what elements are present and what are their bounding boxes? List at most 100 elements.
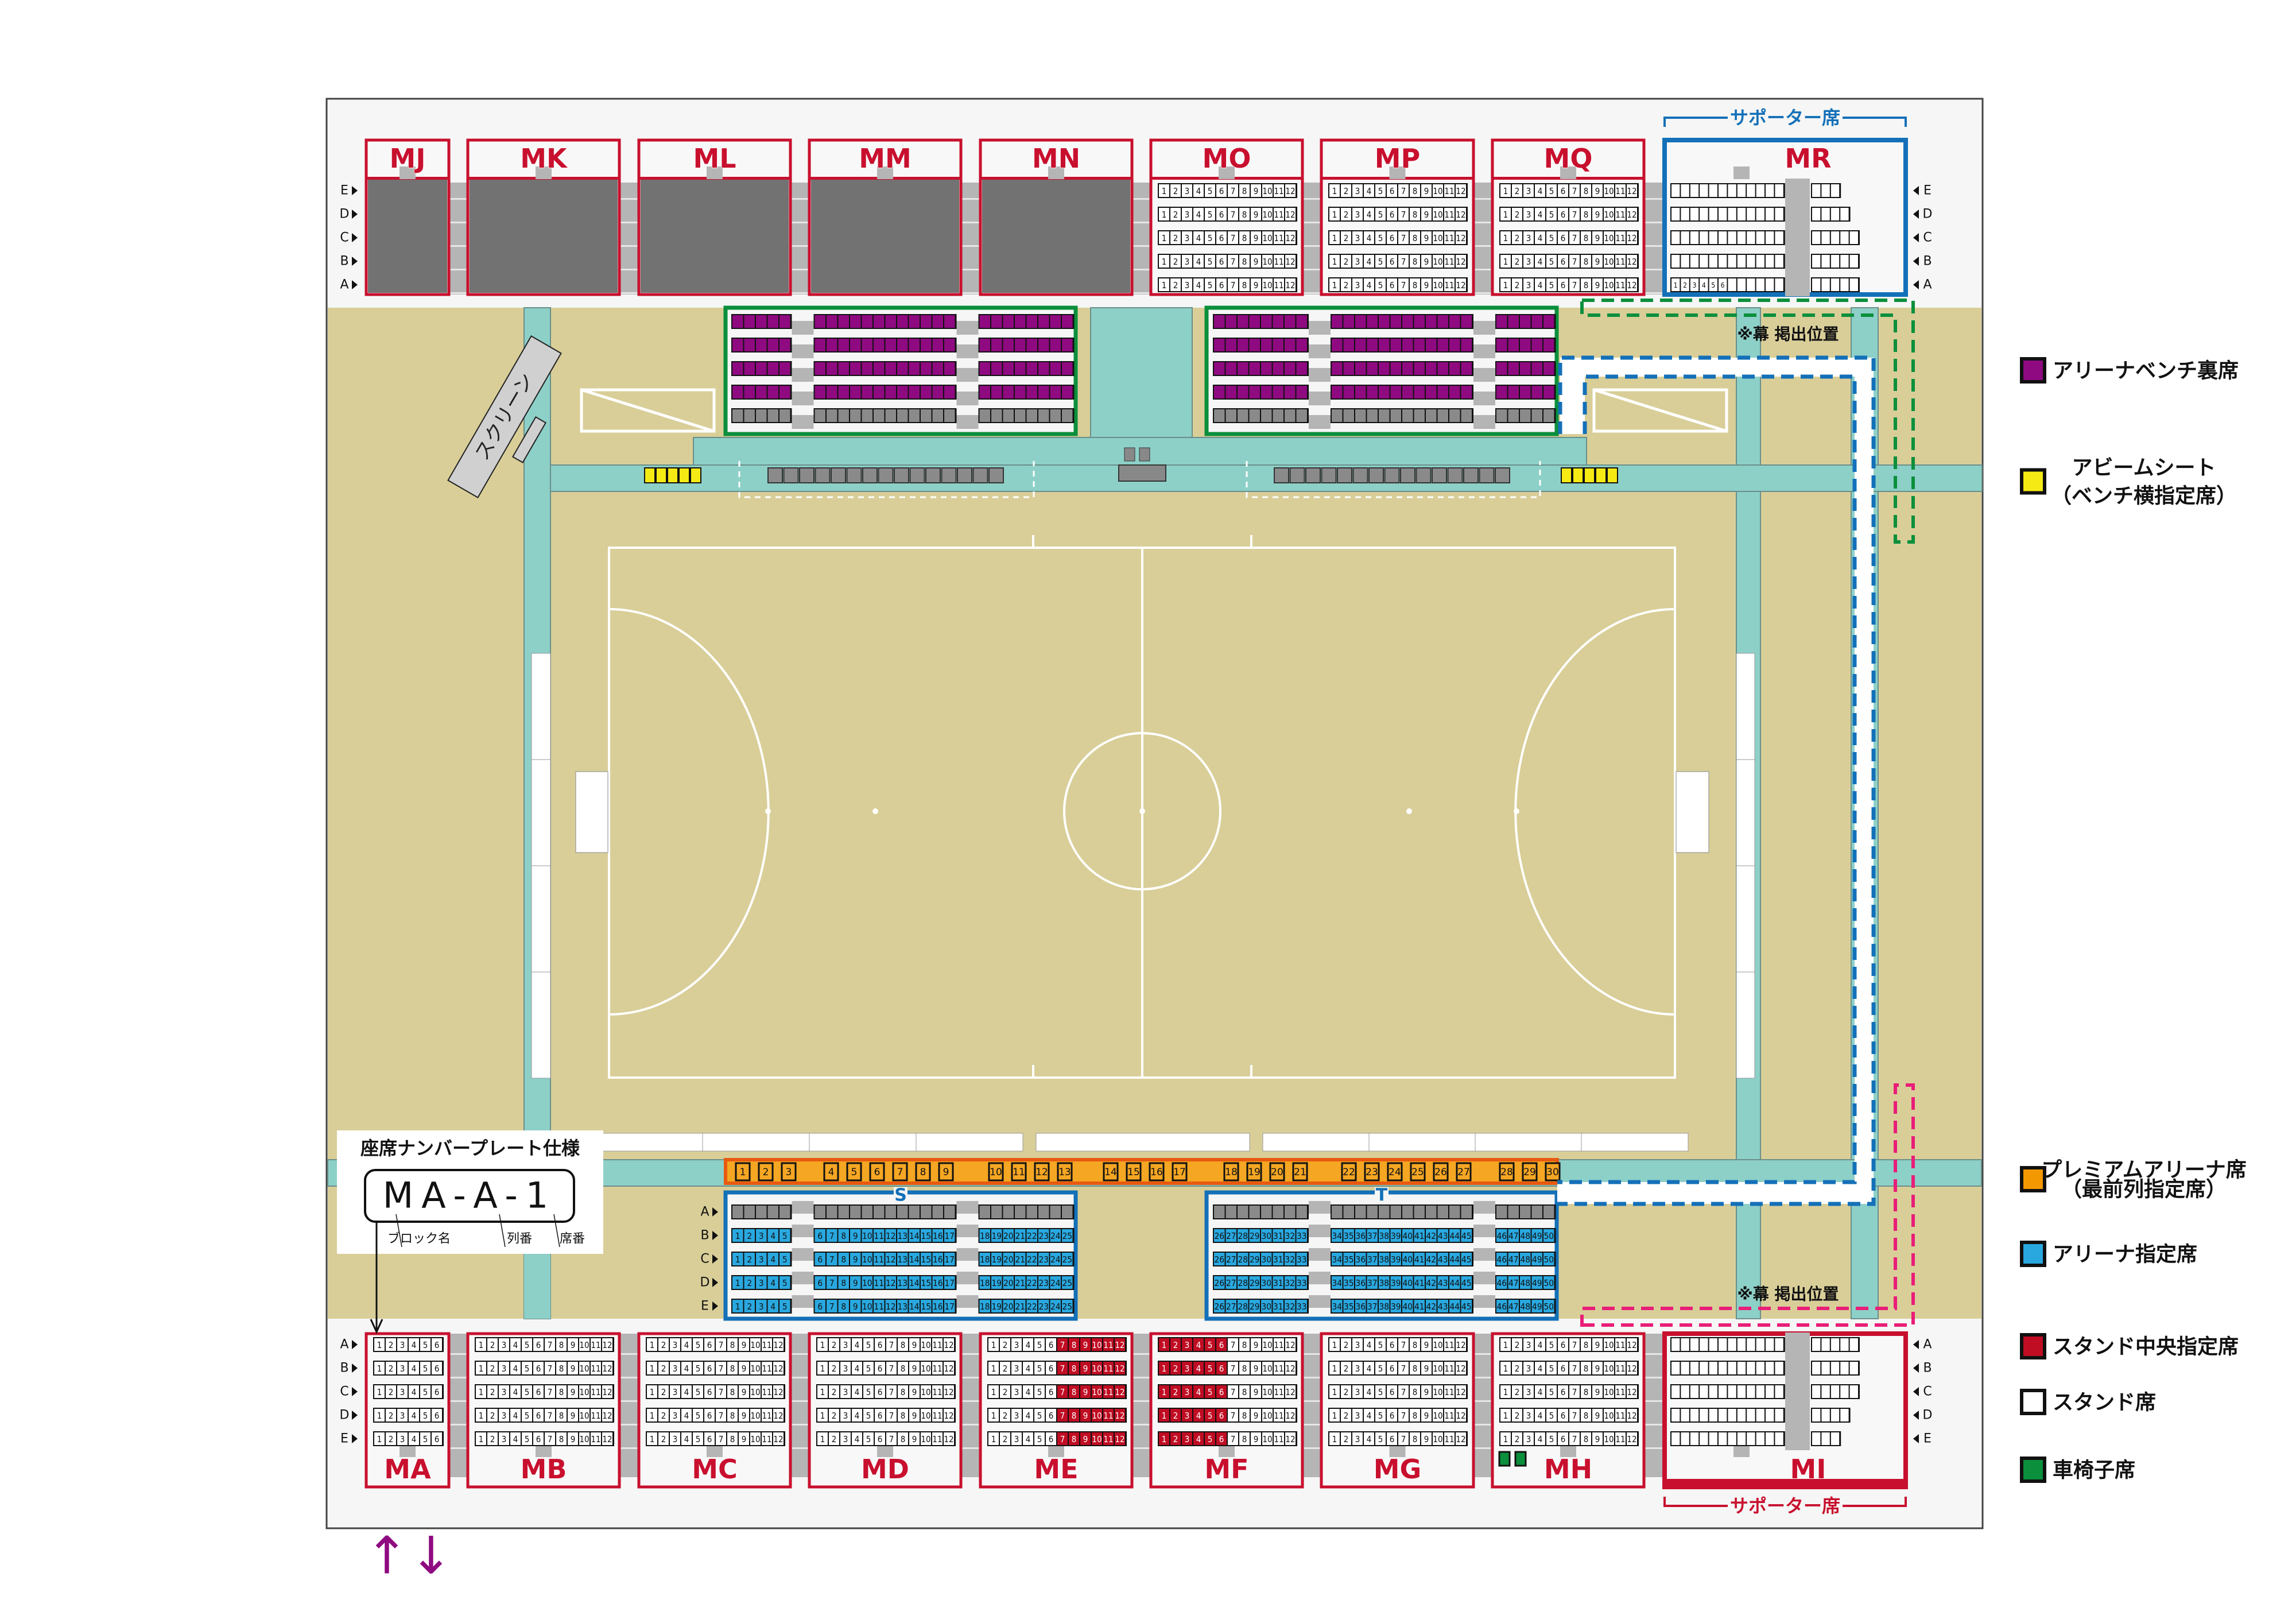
- seat[interactable]: [420, 1432, 430, 1445]
- seat[interactable]: [1261, 386, 1272, 398]
- seat[interactable]: [862, 1229, 873, 1242]
- seat[interactable]: [1355, 315, 1366, 328]
- seat[interactable]: [522, 1362, 532, 1374]
- seat[interactable]: [1332, 1276, 1343, 1289]
- seat[interactable]: [1671, 1385, 1680, 1398]
- wheelchair-space[interactable]: [1514, 1451, 1527, 1467]
- seat[interactable]: [1849, 255, 1858, 268]
- seat[interactable]: [1737, 1432, 1746, 1445]
- seat[interactable]: [850, 315, 861, 328]
- premium-seat[interactable]: [1364, 1162, 1380, 1182]
- seat[interactable]: [1461, 1276, 1472, 1289]
- seat[interactable]: [1812, 1385, 1821, 1398]
- seat[interactable]: [1239, 184, 1250, 197]
- seat[interactable]: [386, 1362, 396, 1374]
- seat[interactable]: [1379, 1229, 1390, 1242]
- seat[interactable]: [767, 409, 779, 422]
- seat[interactable]: [885, 1276, 897, 1289]
- seat[interactable]: [1414, 1229, 1425, 1242]
- seat[interactable]: [1003, 386, 1014, 398]
- seat[interactable]: [1766, 1432, 1774, 1445]
- seat[interactable]: [1003, 409, 1014, 422]
- seat[interactable]: [1285, 315, 1296, 328]
- seat[interactable]: [1531, 1253, 1543, 1265]
- seat[interactable]: [885, 315, 897, 328]
- seat[interactable]: [1379, 1206, 1390, 1218]
- seat[interactable]: [1737, 208, 1746, 220]
- seat[interactable]: [1402, 315, 1413, 328]
- seat[interactable]: [1433, 208, 1443, 220]
- seat[interactable]: [1830, 1432, 1840, 1445]
- seat[interactable]: [1747, 208, 1755, 220]
- seat[interactable]: [756, 339, 767, 351]
- seat[interactable]: [1709, 1385, 1717, 1398]
- seat[interactable]: [1251, 278, 1261, 291]
- seat[interactable]: [1367, 1229, 1378, 1242]
- seat[interactable]: [1273, 1253, 1284, 1265]
- seat[interactable]: [767, 362, 779, 375]
- seat[interactable]: [432, 1362, 442, 1374]
- seat[interactable]: [1225, 1300, 1237, 1312]
- seat[interactable]: [1569, 278, 1580, 291]
- seat[interactable]: [1546, 278, 1557, 291]
- seat[interactable]: [1249, 1300, 1261, 1312]
- seat[interactable]: [838, 339, 850, 351]
- premium-seat[interactable]: [1149, 1162, 1165, 1182]
- seat[interactable]: [1830, 278, 1840, 291]
- seat[interactable]: [1402, 339, 1413, 351]
- seat[interactable]: [1216, 184, 1227, 197]
- seat[interactable]: [1775, 1362, 1783, 1374]
- seat[interactable]: [1821, 1385, 1830, 1398]
- seat[interactable]: [1496, 1276, 1507, 1289]
- seat[interactable]: [1261, 362, 1272, 375]
- seat[interactable]: [1543, 362, 1554, 375]
- seat[interactable]: [1546, 208, 1557, 220]
- seat[interactable]: [909, 1253, 920, 1265]
- seat[interactable]: [1214, 409, 1225, 422]
- seat[interactable]: [1214, 1229, 1225, 1242]
- abeam-seat[interactable]: [1584, 467, 1595, 483]
- seat[interactable]: [1461, 409, 1472, 422]
- seat[interactable]: [1558, 208, 1568, 220]
- seat[interactable]: [1341, 231, 1351, 244]
- seat[interactable]: [1273, 1229, 1284, 1242]
- seat[interactable]: [1592, 278, 1603, 291]
- seat[interactable]: [1719, 255, 1727, 268]
- seat[interactable]: [1449, 1253, 1460, 1265]
- seat[interactable]: [1332, 409, 1343, 422]
- premium-seat[interactable]: [938, 1162, 954, 1182]
- seat[interactable]: [744, 1229, 755, 1242]
- seat[interactable]: [874, 386, 885, 398]
- seat[interactable]: [1830, 1385, 1840, 1398]
- seat[interactable]: [1038, 409, 1049, 422]
- seat[interactable]: [850, 1300, 861, 1312]
- seat[interactable]: [1508, 315, 1519, 328]
- seat[interactable]: [1496, 386, 1507, 398]
- seat[interactable]: [1038, 1276, 1049, 1289]
- seat[interactable]: [1038, 1229, 1049, 1242]
- seat[interactable]: [1367, 1206, 1378, 1218]
- seat[interactable]: [1352, 208, 1363, 220]
- seat[interactable]: [1239, 208, 1250, 220]
- seat[interactable]: [827, 315, 837, 328]
- seat[interactable]: [744, 1300, 755, 1312]
- seat[interactable]: [1421, 208, 1432, 220]
- seat[interactable]: [1228, 255, 1238, 268]
- seat[interactable]: [756, 1253, 767, 1265]
- seat[interactable]: [1367, 386, 1378, 398]
- seat[interactable]: [1709, 208, 1717, 220]
- seat[interactable]: [1512, 255, 1522, 268]
- seat[interactable]: [1332, 386, 1343, 398]
- seat[interactable]: [1456, 184, 1466, 197]
- abeam-seat[interactable]: [690, 467, 701, 483]
- seat[interactable]: [1592, 208, 1603, 220]
- stand-block-mk[interactable]: MK: [466, 138, 621, 296]
- seat[interactable]: [1050, 386, 1061, 398]
- seat[interactable]: [432, 1409, 442, 1421]
- seat[interactable]: [1627, 184, 1637, 197]
- seat[interactable]: [979, 386, 991, 398]
- seat[interactable]: [1329, 208, 1340, 220]
- seat[interactable]: [1508, 1300, 1519, 1312]
- premium-seat[interactable]: [846, 1162, 862, 1182]
